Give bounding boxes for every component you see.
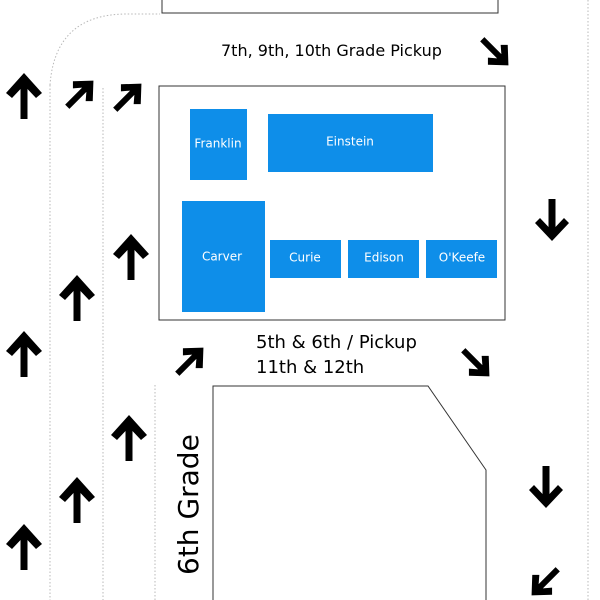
traffic-arrows <box>6 37 569 596</box>
mid-pickup-label-line2: 11th & 12th <box>256 357 364 378</box>
arrow-down-left-icon <box>531 567 560 596</box>
building-carver[interactable]: Carver <box>182 201 265 312</box>
buildings: Franklin Einstein Carver Curie Edison O'… <box>182 109 497 312</box>
building-okeefe-shape <box>426 240 497 278</box>
building-edison-shape <box>348 240 419 278</box>
arrow-down-icon <box>535 199 569 241</box>
building-okeefe-label: O'Keefe <box>439 251 485 265</box>
top-pickup-label: 7th, 9th, 10th Grade Pickup <box>221 41 442 60</box>
building-edison-label: Edison <box>364 251 404 265</box>
arrow-up-icon <box>6 73 42 119</box>
building-carver-shape <box>182 201 265 312</box>
building-curie[interactable]: Curie <box>270 240 341 278</box>
mid-pickup-label-line1: 5th & 6th / Pickup <box>256 332 417 353</box>
top-building-outline <box>161 0 499 14</box>
building-curie-label: Curie <box>289 251 321 265</box>
lane-curve <box>49 13 160 86</box>
building-franklin[interactable]: Franklin <box>190 109 247 180</box>
building-einstein-label: Einstein <box>326 135 374 149</box>
arrow-up-icon <box>113 234 149 280</box>
arrow-up-icon <box>59 275 95 321</box>
sixth-grade-label: 6th Grade <box>172 434 205 575</box>
arrow-up-icon <box>6 524 42 570</box>
building-einstein[interactable]: Einstein <box>268 114 433 172</box>
building-carver-label: Carver <box>202 250 242 264</box>
arrow-up-right-icon <box>65 80 94 109</box>
arrow-up-icon <box>59 477 95 523</box>
arrow-down-icon <box>529 466 563 508</box>
building-franklin-label: Franklin <box>194 137 241 151</box>
arrow-down-right-icon <box>480 37 509 66</box>
building-okeefe[interactable]: O'Keefe <box>426 240 497 278</box>
arrow-up-right-icon <box>113 83 142 112</box>
lane-lines <box>49 0 589 600</box>
building-curie-shape <box>270 240 341 278</box>
building-einstein-shape <box>268 114 433 172</box>
lower-building-outline <box>212 385 487 600</box>
arrow-up-right-icon <box>175 347 204 376</box>
building-franklin-shape <box>190 109 247 180</box>
arrow-up-icon <box>111 415 147 461</box>
arrow-down-right-icon <box>461 348 490 377</box>
building-edison[interactable]: Edison <box>348 240 419 278</box>
arrow-up-icon <box>6 331 42 377</box>
